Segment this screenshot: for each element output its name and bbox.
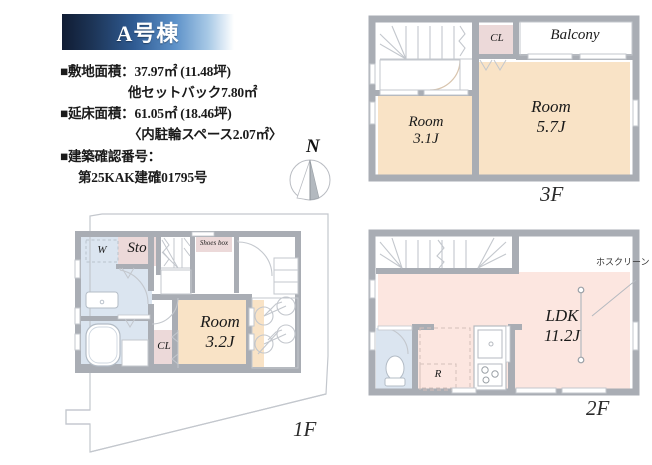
closet-3f-fill [478, 25, 516, 57]
plan-1f-linework [65, 213, 329, 453]
shoes-box-1f-label: Shoes box [199, 239, 229, 247]
floor-plan-1f: Room 3.2J CL Sto W Shoes box 1F [28, 212, 338, 462]
header-info-block: A号棟 ■敷地面積：37.97㎡ (11.48坪) 他セットバック7.80㎡ ■… [0, 0, 340, 205]
spec-bicycle-space: 〈内駐輪スペース2.07㎡〉 [128, 127, 283, 142]
ldk-2f-label: LDK 11.2J [543, 306, 581, 345]
building-title-banner: A号棟 [62, 14, 234, 50]
closet-3f-label: CL [490, 32, 504, 44]
floor-label-1f: 1F [293, 417, 317, 441]
room-3f-left-fill [378, 96, 474, 175]
balcony-3f-fill [520, 20, 630, 57]
floor-label-3f: 3F [540, 182, 564, 206]
hoskurin-annotation: ホスクリーン [596, 257, 650, 267]
floor-label-2f: 2F [586, 396, 610, 420]
balcony-3f-label: Balcony [550, 27, 600, 43]
room-1f-label: Room 3.2J [200, 312, 240, 351]
room-3f-right-label: Room 5.7J [531, 97, 571, 136]
room-3f-left-label: Room 3.1J [408, 114, 444, 148]
washer-1f-label: W [97, 244, 107, 256]
compass-needle-icon [289, 159, 331, 201]
spec-total-floor-area: ■延床面積：61.05㎡ (18.46坪) [60, 106, 232, 121]
closet-1f-label: CL [157, 340, 171, 352]
shoes-box-1f-fill [196, 236, 232, 252]
compass-north-label: N [306, 136, 320, 157]
plan-2f-linework [368, 229, 640, 396]
plan-3f-linework [368, 15, 640, 182]
building-title-text: A号棟 [116, 21, 180, 46]
compass-rose: N [288, 136, 344, 201]
room-3f-right-fill [478, 62, 630, 175]
storage-1f-label: Sto [127, 240, 147, 256]
spec-permit-label: ■建築確認番号： [60, 149, 162, 164]
floor-plan-2f: LDK 11.2J R ホスクリーン 2F [368, 228, 650, 420]
spec-site-area: ■敷地面積：37.97㎡ (11.48坪) [60, 64, 231, 79]
spec-permit-number: 第25KAK建確01795号 [78, 170, 208, 185]
floor-plan-3f: Room 3.1J Room 5.7J CL Balcony 3F [368, 14, 640, 206]
refrigerator-2f-label: R [434, 368, 442, 380]
spec-setback: 他セットバック7.80㎡ [128, 85, 258, 100]
